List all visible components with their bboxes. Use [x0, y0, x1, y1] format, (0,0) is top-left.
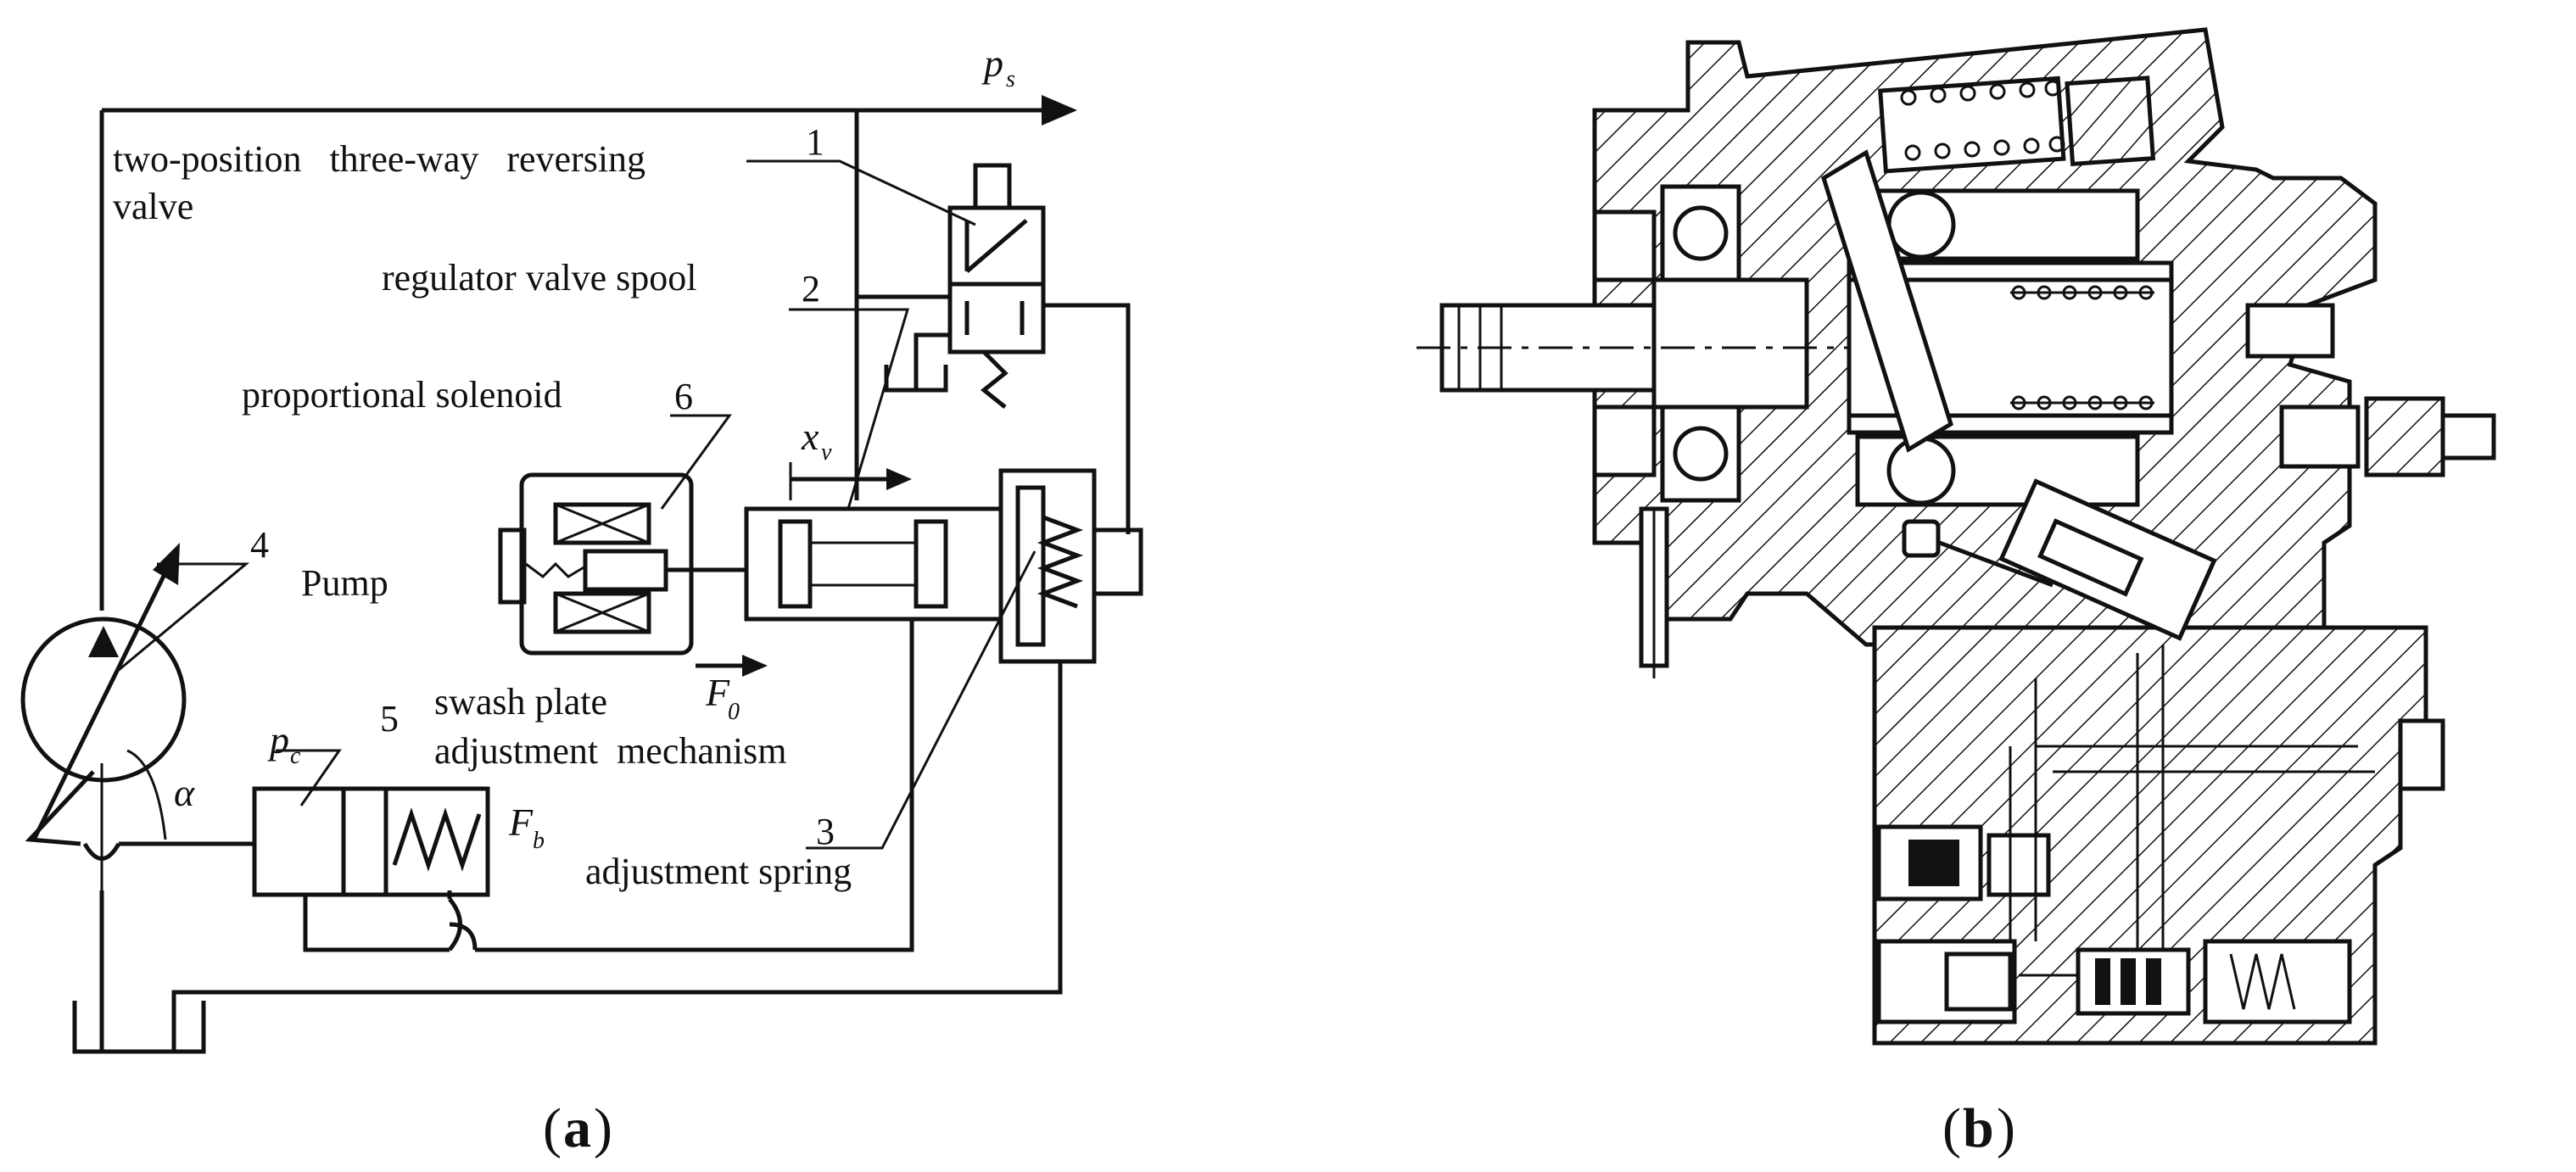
- caption-b: ( b ): [1942, 1097, 2015, 1159]
- swash-plate-cylinder: [252, 594, 914, 952]
- callout-number-4: 4: [250, 524, 269, 566]
- caption-a: ( a ): [543, 1097, 612, 1159]
- symbol-pc: p c: [267, 718, 301, 769]
- callout-number-3: 3: [816, 811, 835, 852]
- right-fittings: [2245, 303, 2496, 791]
- callout-number-5: 5: [380, 698, 399, 739]
- bearings: [1592, 184, 1741, 503]
- svg-text:F: F: [508, 801, 534, 844]
- supply-line-ps: [99, 95, 1077, 611]
- svg-text:p: p: [267, 718, 289, 762]
- control-valve-cartridges: [1876, 645, 2375, 1024]
- svg-text:v: v: [821, 439, 832, 466]
- top-spring-assembly: [1878, 75, 2156, 174]
- drive-shaft: [1417, 277, 2087, 410]
- xv-displacement-arrow: [789, 462, 912, 500]
- svg-text:s: s: [1006, 66, 1015, 92]
- label-two-position-valve-line1: two-position three-way reversing: [113, 138, 645, 180]
- symbol-fb: F b: [508, 801, 545, 854]
- svg-text:x: x: [801, 415, 819, 458]
- label-proportional-solenoid: proportional solenoid: [242, 374, 562, 416]
- adjustment-spring-symbol: [998, 468, 1143, 664]
- leader-lines: [118, 159, 1037, 850]
- label-two-position-valve-line2: valve: [113, 186, 193, 227]
- symbol-xv: x v: [801, 415, 832, 466]
- svg-text:p: p: [981, 42, 1003, 85]
- reversing-valve-symbol: [857, 163, 1131, 534]
- regulator-valve-spool: [744, 506, 1003, 763]
- svg-text:b: b: [1963, 1097, 1994, 1159]
- svg-text:0: 0: [728, 699, 740, 725]
- label-swash-plate-line2: adjustment mechanism: [434, 730, 786, 772]
- label-adjustment-spring: adjustment spring: [585, 851, 852, 892]
- symbol-alpha: α: [174, 771, 195, 814]
- svg-text:(: (: [1942, 1097, 1961, 1159]
- tank-symbol-left: [72, 488, 1063, 1054]
- svg-text:b: b: [533, 828, 545, 854]
- svg-text:): ): [594, 1097, 612, 1159]
- callout-number-1: 1: [806, 121, 824, 163]
- panel-b-cross-section: ( b ): [1417, 27, 2496, 1159]
- swash-plate: [1821, 149, 1953, 453]
- variable-pump-symbol: [20, 543, 254, 861]
- svg-text:F: F: [705, 671, 730, 714]
- svg-text:a: a: [563, 1097, 591, 1159]
- callout-number-6: 6: [674, 376, 693, 417]
- f0-force-arrow: [696, 655, 768, 677]
- label-swash-plate-line1: swash plate: [434, 681, 607, 723]
- svg-text:c: c: [290, 743, 301, 769]
- svg-text:(: (: [543, 1097, 562, 1159]
- symbol-f0: F 0: [705, 671, 740, 725]
- callout-number-2: 2: [802, 268, 820, 310]
- panel-a-schematic: two-position three-way reversing valve r…: [20, 42, 1143, 1159]
- svg-text:): ): [1997, 1097, 2015, 1159]
- adjustment-piston: [1902, 478, 2217, 641]
- symbol-ps: p s: [981, 42, 1015, 92]
- label-regulator-valve-spool: regulator valve spool: [382, 257, 696, 299]
- label-pump: Pump: [301, 562, 388, 604]
- proportional-solenoid-symbol: [498, 472, 751, 656]
